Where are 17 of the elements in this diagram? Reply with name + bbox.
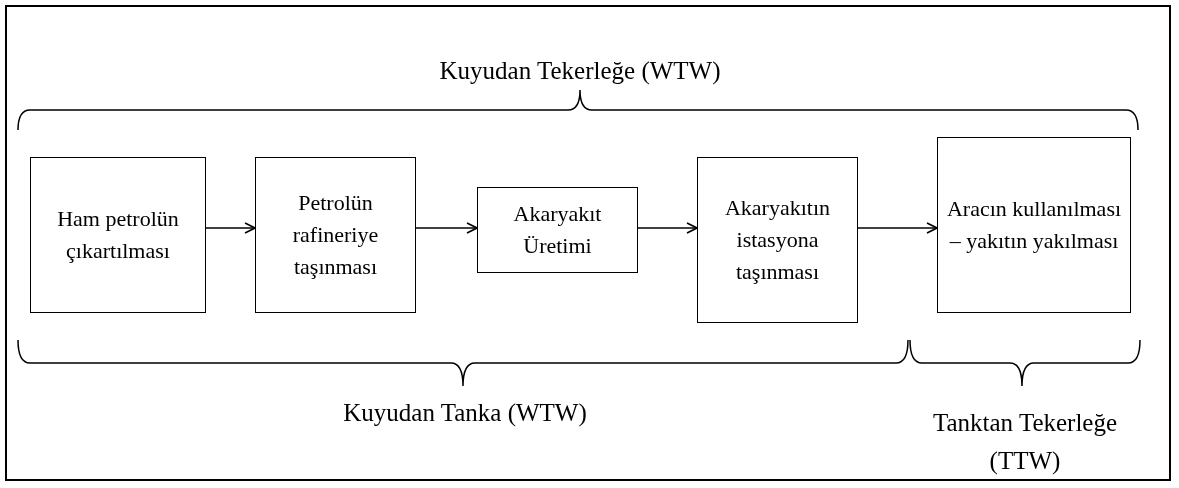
process-box (937, 137, 1131, 313)
box-text: Aracın kullanılması – yakıtın yakılması (945, 195, 1123, 255)
bracket-label: Kuyudan Tekerleğe (WTW) (438, 56, 722, 87)
arrow (637, 222, 698, 234)
bracket-label: Tanktan Tekerleğe (TTW) (931, 408, 1119, 477)
box-text: Ham petrolün çıkartılması (56, 205, 180, 265)
box-text: Petrolün rafineriye taşınması (291, 189, 380, 281)
process-box (477, 187, 638, 273)
arrow (415, 222, 478, 234)
bracket-label: Kuyudan Tanka (WTW) (342, 398, 588, 429)
process-box (30, 157, 206, 313)
arrow (205, 222, 256, 234)
process-box (697, 157, 858, 323)
process-box (255, 157, 416, 313)
box-text: Akaryakıt Üretimi (512, 200, 603, 260)
box-text: Akaryakıtın istasyona taşınması (723, 194, 832, 286)
arrow (857, 222, 938, 234)
